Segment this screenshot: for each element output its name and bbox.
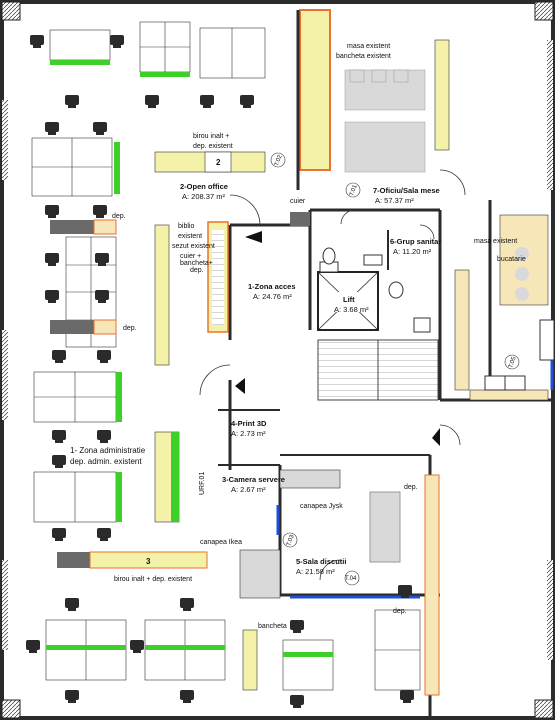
label-existent: existent <box>178 233 202 240</box>
oficiu-name: 7-Oficiu/Sala mese <box>373 186 440 195</box>
print-area: A: 2.73 m² <box>231 429 266 438</box>
label-dep-plus: dep. <box>190 267 204 274</box>
label-cuier: cuier <box>290 198 306 205</box>
oficiu-area: A: 57.37 m² <box>375 196 414 205</box>
open-office-area: A: 208.37 m² <box>182 192 225 201</box>
lift-name: Lift <box>343 295 355 304</box>
cabinet-bench <box>434 39 450 151</box>
desk-number-3: 3 <box>146 557 151 566</box>
central-furniture <box>50 151 440 696</box>
grup-area: A: 11.20 m² <box>393 247 432 256</box>
room-labels: 2-Open office A: 208.37 m² 7-Oficiu/Sala… <box>70 182 441 576</box>
label-bancheta-plus: bancheta+ <box>180 260 213 267</box>
tag-t03: T.03 <box>286 534 296 547</box>
furniture-labels: masa existent bancheta existent birou in… <box>112 43 526 630</box>
sala-name: 5-Sala discutii <box>296 557 346 566</box>
label-dep-3: dep. <box>404 484 418 491</box>
tag-t05: T.05 <box>508 356 518 369</box>
label-bancheta-existent: bancheta existent <box>336 53 391 60</box>
interior-walls <box>218 9 555 720</box>
label-cuier-plus: cuier + <box>180 253 201 260</box>
label-dep: dep. <box>112 213 126 220</box>
acces-name: 1-Zona acces <box>248 282 296 291</box>
label-biblio: biblio <box>178 223 194 230</box>
label-bancheta: bancheta <box>258 623 287 630</box>
lift-area: A: 3.68 m² <box>334 305 369 314</box>
kitchen <box>454 214 555 401</box>
sala-area: A: 21.58 m² <box>296 567 335 576</box>
stair-arrow-icon <box>235 231 440 446</box>
open-office-name: 2-Open office <box>180 182 228 191</box>
lift-shaft <box>317 271 379 331</box>
label-masa-existent: masa existent <box>347 43 390 50</box>
acces-area: A: 24.76 m² <box>253 292 292 301</box>
staircase <box>317 339 439 401</box>
label-masa-existent-2: masa existent <box>474 238 517 245</box>
tag-t02: T.02 <box>274 154 284 167</box>
label-sezut-existent: sezut existent <box>172 243 215 250</box>
desk-number-2: 2 <box>216 158 221 167</box>
label-urf: URF.01 <box>199 472 206 495</box>
print-name: 4-Print 3D <box>231 419 267 428</box>
dining-tables <box>344 69 426 173</box>
admin-area: dep. admin. existent <box>70 457 142 466</box>
admin-name: 1- Zona administratie <box>70 446 146 455</box>
label-birou-inalt: birou inalt + <box>193 133 229 140</box>
workstations-bottom <box>45 609 421 691</box>
tag-t01: T.01 <box>349 184 359 197</box>
sanitary-fixtures <box>319 247 431 333</box>
grup-name: 6-Grup sanitar <box>390 237 441 246</box>
servere-area: A: 2.67 m² <box>231 485 266 494</box>
servere-name: 3-Camera servere <box>222 475 285 484</box>
label-canapea-jysk: canapea Jysk <box>300 503 343 510</box>
label-bucatarie: bucatarie <box>497 256 526 263</box>
label-dep-existent: dep. existent <box>193 143 233 150</box>
door-swing-icon <box>199 169 466 581</box>
label-birou-inalt-2: birou inalt + dep. existent <box>114 576 192 583</box>
label-canapea-ikea: canapea Ikea <box>200 539 242 546</box>
section-tags: T.01 T.02 T.03 T.04 T.05 <box>270 152 520 586</box>
tag-t04: T.04 <box>345 576 357 582</box>
label-dep-4: dep. <box>393 608 407 615</box>
label-dep-2: dep. <box>123 325 137 332</box>
